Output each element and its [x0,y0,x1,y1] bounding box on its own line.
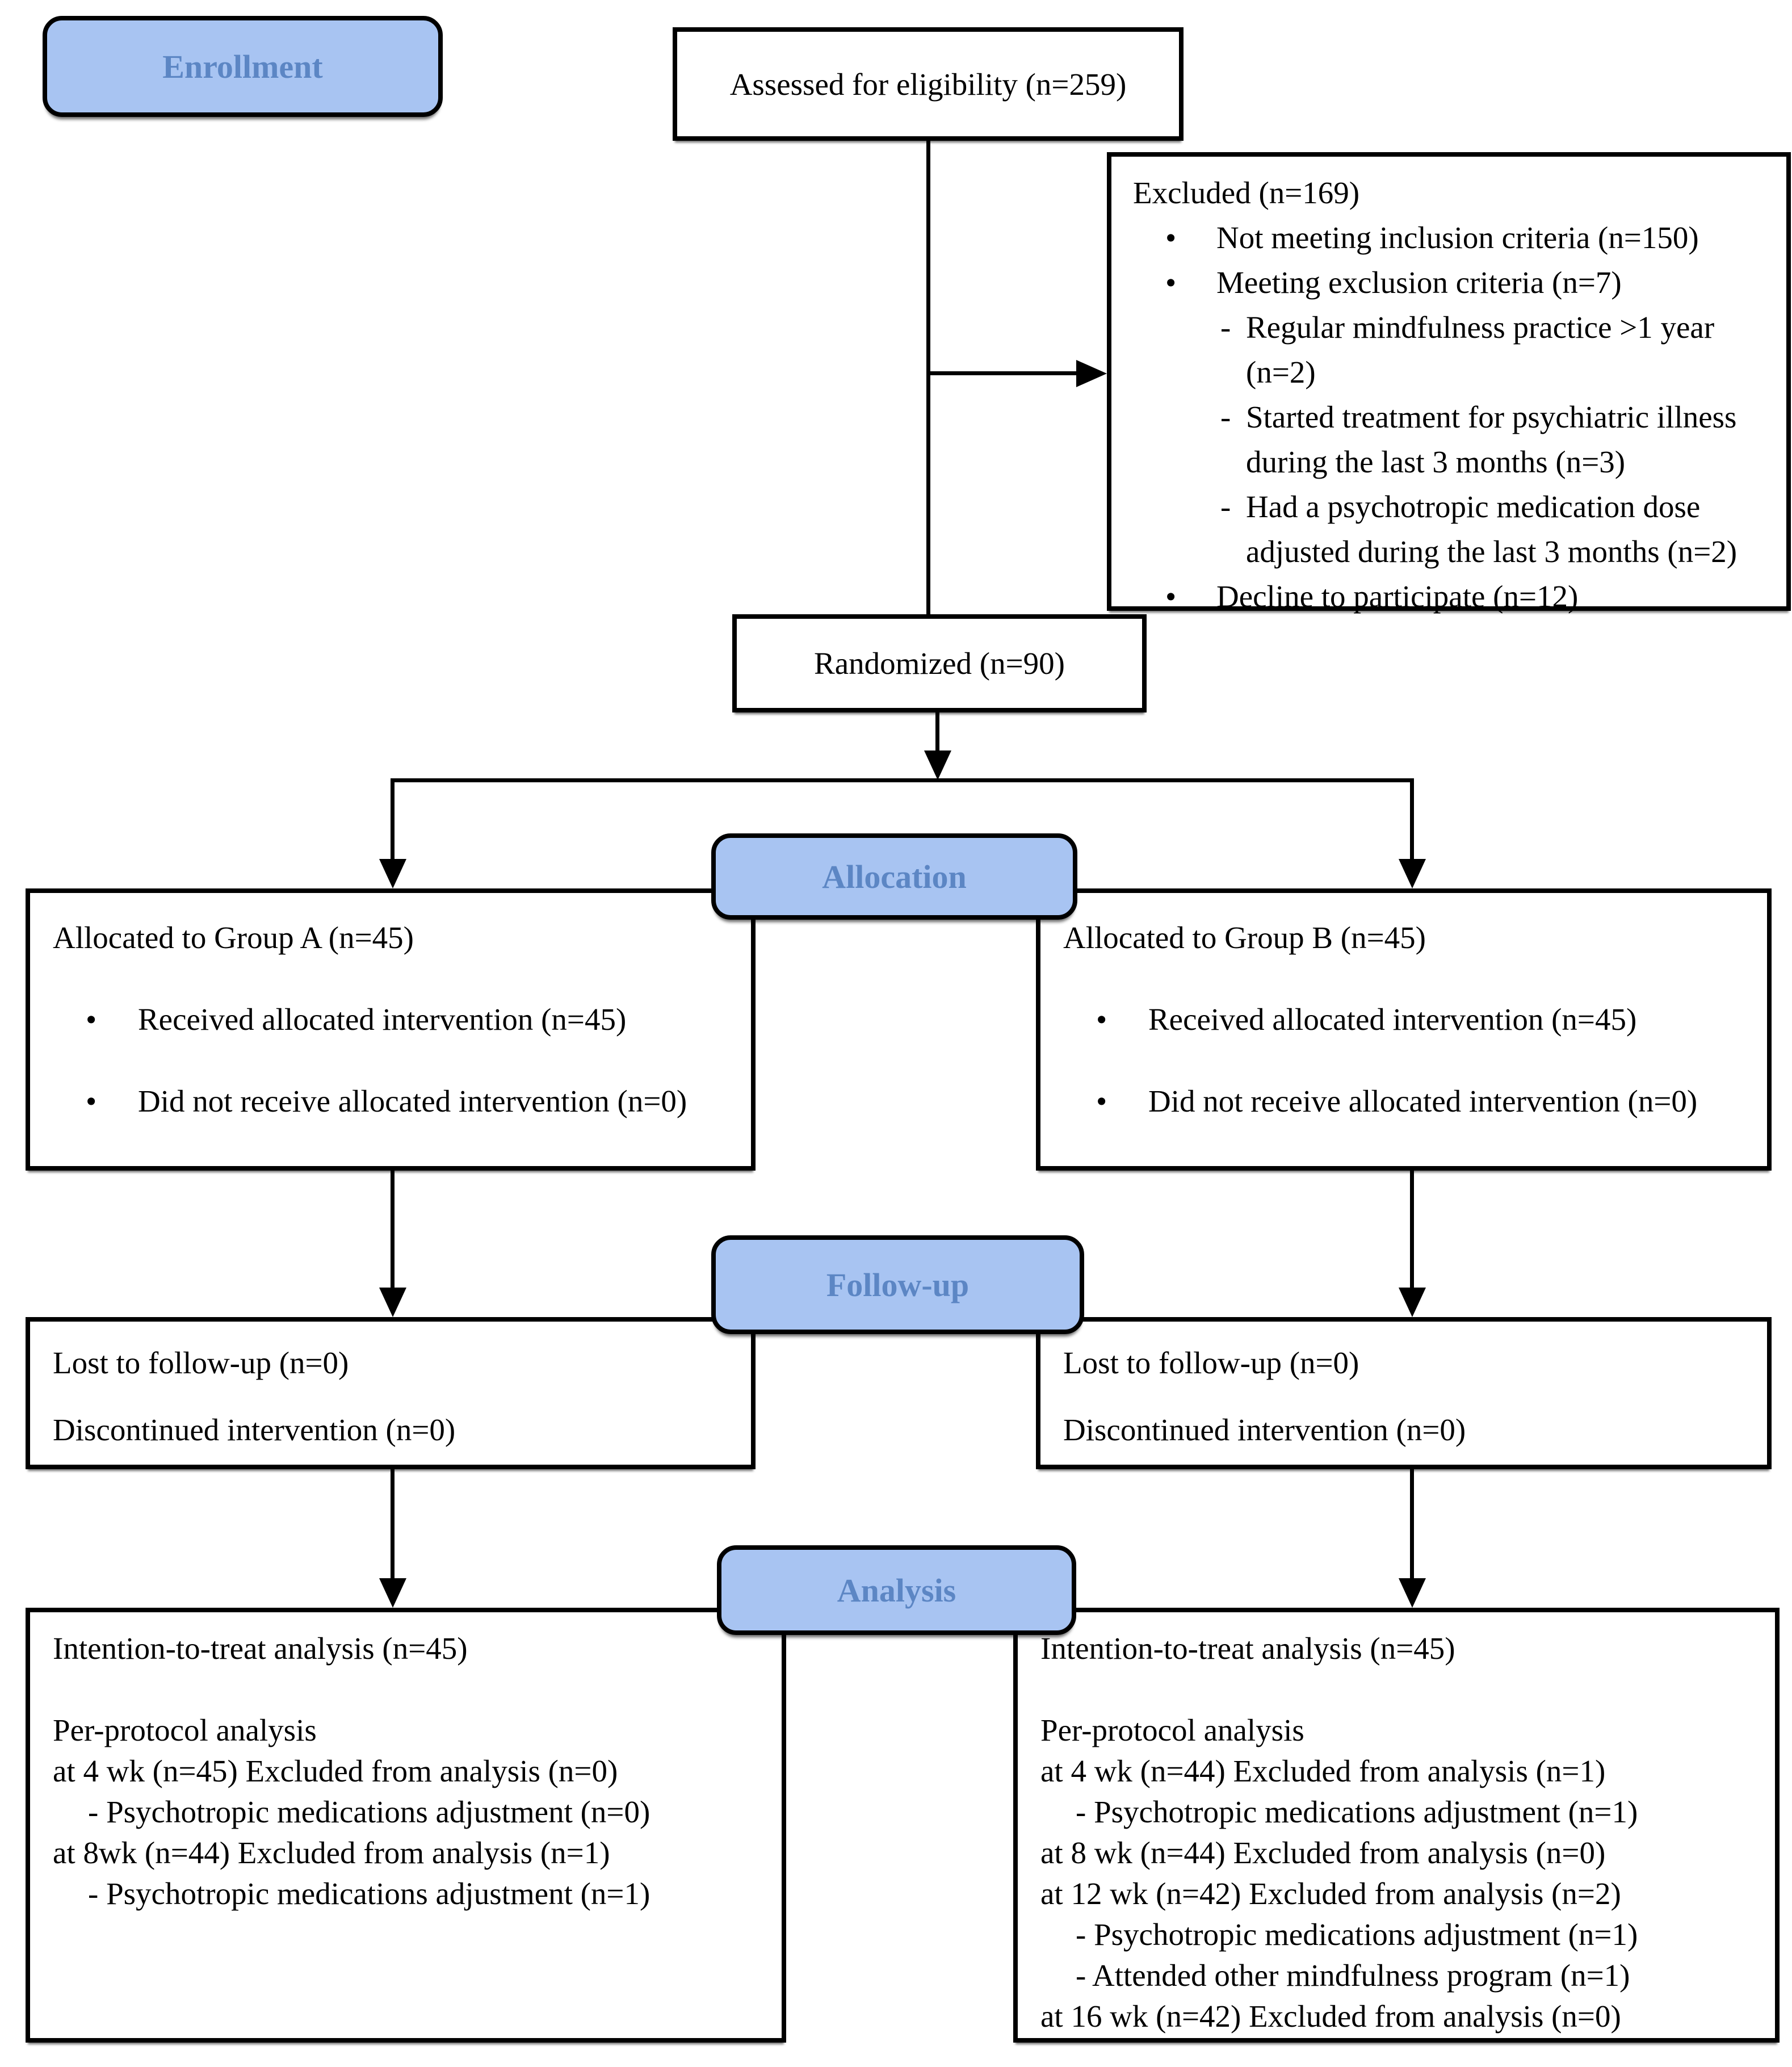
excluded-line: (n=2) [1246,355,1316,389]
bullet-marker: • [1165,579,1177,614]
analysis-line: Per-protocol analysis [1040,1713,1304,1747]
analysis-line: Per-protocol analysis [53,1713,317,1747]
connector-split-group-b [1410,778,1414,861]
analysis-line: at 12 wk (n=42) Excluded from analysis (… [1040,1876,1621,1911]
arrowhead-analysis-a [379,1578,406,1608]
connector-randomized-split [935,711,939,753]
analysis-line: - Psychotropic medications adjustment (n… [1076,1795,1638,1829]
arrowhead-excluded [1076,360,1107,387]
followup-group-b-box: Lost to follow-up (n=0) Discontinued int… [1036,1317,1772,1469]
connector-followup-analysis-b [1410,1468,1414,1580]
connector-alloc-followup-b [1410,1169,1414,1289]
enrollment-stage-label: Enrollment [43,16,443,117]
split-line [391,778,1414,782]
analysis-line: - Psychotropic medications adjustment (n… [88,1876,651,1911]
allocation-line: Allocated to Group A (n=45) [53,920,414,955]
excluded-line: during the last 3 months (n=3) [1246,445,1626,479]
bullet-marker: • [86,1084,97,1118]
arrowhead-group-b [1399,859,1426,888]
followup-line: Lost to follow-up (n=0) [53,1345,349,1380]
allocation-line: •Received allocated intervention (n=45) [30,1000,751,1039]
analysis-line-spacer [30,1669,782,1710]
analysis-line: at 4 wk (n=44) Excluded from analysis (n… [1040,1754,1606,1788]
followup-stage-label: Follow-up [711,1235,1084,1334]
allocation-line: •Received allocated intervention (n=45) [1040,1000,1767,1039]
analysis-line: at 16 wk (n=42) Excluded from analysis (… [1040,1999,1621,2034]
analysis-group-b-box: Intention-to-treat analysis (n=45) Per-p… [1013,1608,1780,2043]
analysis-line: - Psychotropic medications adjustment (n… [88,1795,651,1829]
followup-line: Lost to follow-up (n=0) [1063,1345,1359,1380]
allocation-line: •Did not receive allocated intervention … [1040,1081,1767,1121]
bullet-marker: • [1096,1002,1107,1037]
excluded-line: •Meeting exclusion criteria (n=7) [1111,260,1786,305]
excluded-line: -Had a psychotropic medication dose [1111,484,1786,529]
analysis-stage-label: Analysis [717,1545,1076,1635]
randomized-text: Randomized (n=90) [814,646,1065,681]
connector-assessed-randomized [926,140,930,615]
allocation-line: Allocated to Group B (n=45) [1063,920,1426,955]
excluded-line: •Decline to participate (n=12) [1111,574,1786,619]
allocation-stage-label: Allocation [711,833,1077,920]
analysis-line: - Attended other mindfulness program (n=… [1076,1958,1630,1993]
analysis-line: at 8 wk (n=44) Excluded from analysis (n… [1040,1835,1606,1870]
connector-split-group-a [391,778,395,861]
dash-marker: - [1220,310,1231,345]
arrowhead-split [924,751,951,780]
randomized-box: Randomized (n=90) [732,614,1147,712]
connector-followup-analysis-a [391,1468,395,1580]
connector-alloc-followup-a [391,1169,395,1289]
analysis-group-a-box: Intention-to-treat analysis (n=45) Per-p… [26,1608,786,2043]
excluded-line: Excluded (n=169) [1133,175,1360,210]
analysis-line: at 4 wk (n=45) Excluded from analysis (n… [53,1754,618,1788]
dash-marker: - [1220,489,1231,524]
excluded-line: •Not meeting inclusion criteria (n=150) [1111,215,1786,260]
analysis-line: Intention-to-treat analysis (n=45) [53,1631,468,1666]
analysis-line: at 8wk (n=44) Excluded from analysis (n=… [53,1835,610,1870]
followup-stage-text: Follow-up [826,1266,970,1303]
arrowhead-followup-b [1399,1288,1426,1317]
followup-line: Discontinued intervention (n=0) [1063,1412,1466,1447]
assessed-eligibility-box: Assessed for eligibility (n=259) [673,27,1184,141]
bullet-marker: • [86,1002,97,1037]
followup-group-a-box: Lost to follow-up (n=0) Discontinued int… [26,1317,756,1469]
enrollment-stage-text: Enrollment [162,48,323,85]
bullet-marker: • [1165,220,1177,255]
arrowhead-analysis-b [1399,1578,1426,1608]
arrowhead-group-a [379,859,406,888]
connector-excluded-line [926,371,1078,375]
followup-line: Discontinued intervention (n=0) [53,1412,456,1447]
allocation-stage-text: Allocation [822,858,967,895]
allocation-group-b-box: Allocated to Group B (n=45) •Received al… [1036,888,1772,1171]
allocation-line: •Did not receive allocated intervention … [30,1081,751,1121]
bullet-marker: • [1165,265,1177,300]
analysis-line: - Psychotropic medications adjustment (n… [1076,1917,1638,1952]
bullet-marker: • [1096,1084,1107,1118]
analysis-line-spacer [1018,1669,1775,1710]
analysis-line: Intention-to-treat analysis (n=45) [1040,1631,1455,1666]
excluded-line: -Regular mindfulness practice >1 year [1111,305,1786,350]
excluded-line: -Started treatment for psychiatric illne… [1111,395,1786,439]
excluded-line: adjusted during the last 3 months (n=2) [1246,534,1738,569]
excluded-box: Excluded (n=169) •Not meeting inclusion … [1107,152,1791,614]
allocation-group-a-box: Allocated to Group A (n=45) •Received al… [26,888,756,1171]
dash-marker: - [1220,400,1231,434]
assessed-eligibility-text: Assessed for eligibility (n=259) [729,66,1127,102]
analysis-stage-text: Analysis [837,1571,956,1609]
arrowhead-followup-a [379,1288,406,1317]
